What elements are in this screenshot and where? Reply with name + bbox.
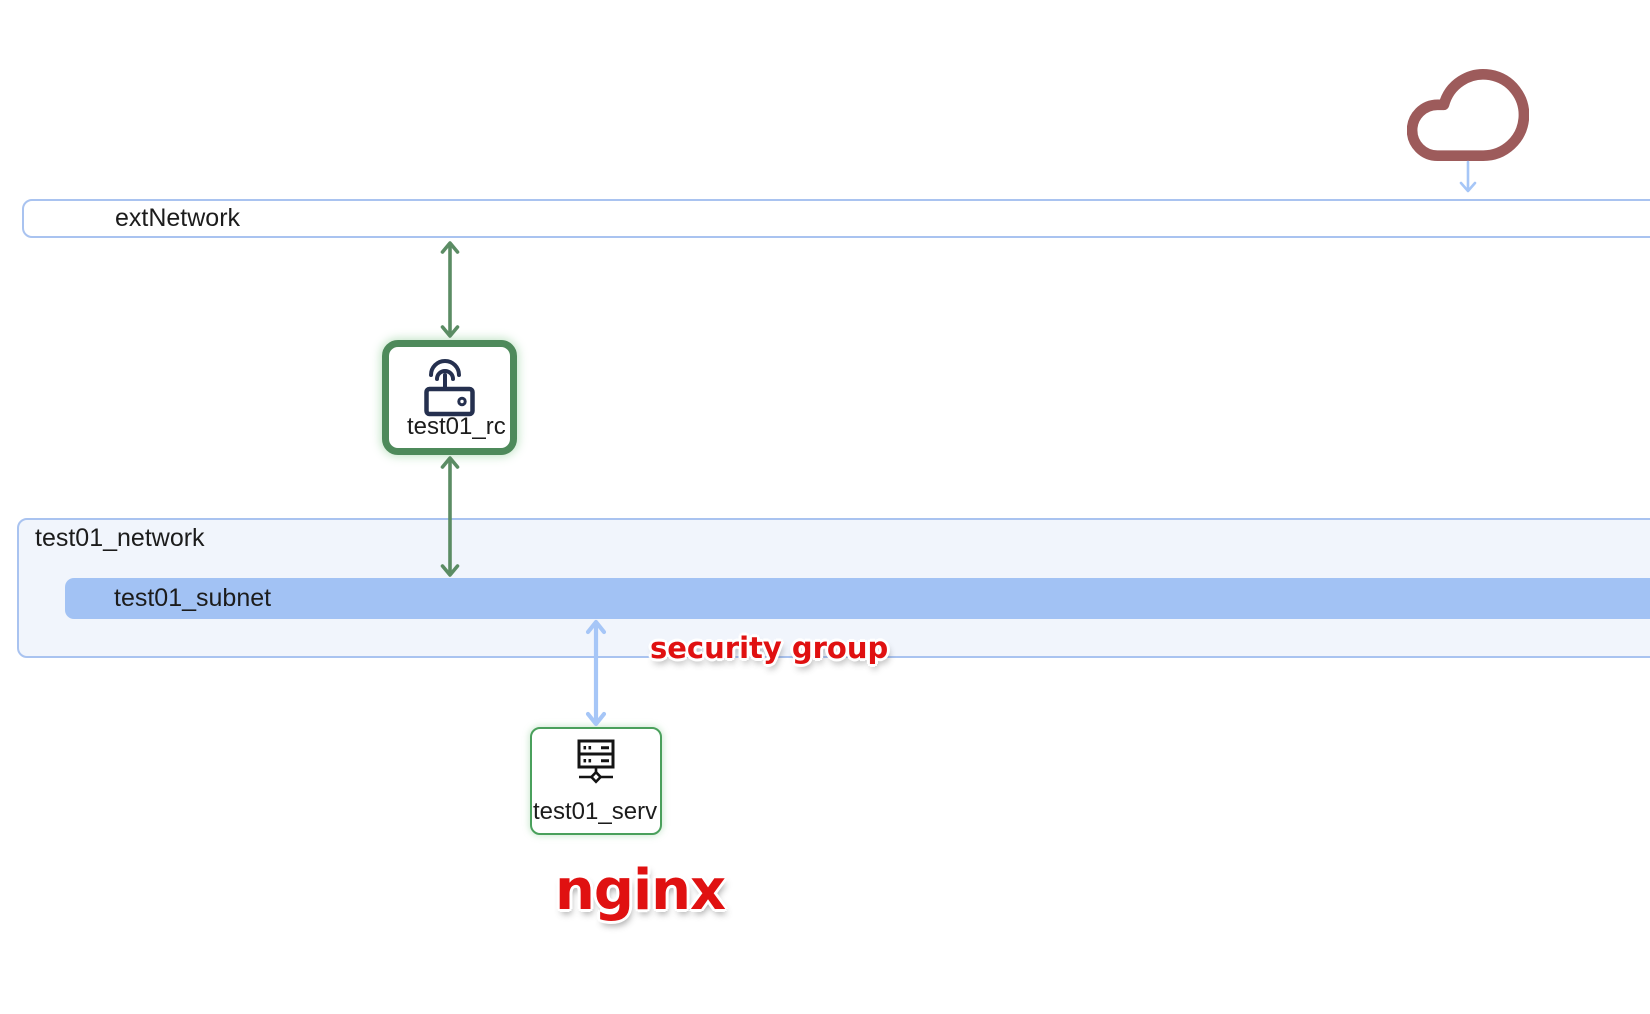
wifi-router-icon [423, 359, 475, 417]
security-group-annotation: security group [650, 631, 889, 665]
ext-network-label: extNetwork [115, 204, 241, 232]
cloud-icon [1407, 69, 1529, 162]
router-node[interactable]: test01_rc [382, 340, 517, 455]
router-label: test01_rc [407, 413, 506, 440]
network-label: test01_network [35, 524, 205, 552]
subnet-node[interactable]: test01_subnet [65, 578, 1650, 619]
server-node[interactable]: test01_serv [530, 727, 662, 835]
ext-network-node[interactable]: extNetwork [22, 199, 1650, 238]
subnet-label: test01_subnet [114, 584, 272, 612]
server-label: test01_serv [533, 798, 658, 825]
server-icon [577, 739, 615, 784]
arrow-extnetwork-router [440, 241, 460, 338]
nginx-annotation: nginx [555, 858, 726, 923]
